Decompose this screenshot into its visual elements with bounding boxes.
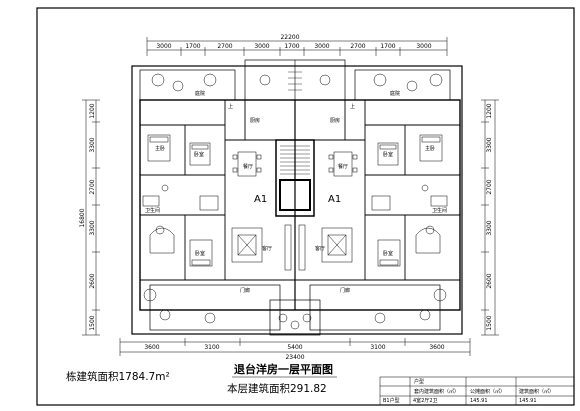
table-header-inner-area: 套内建筑面积（㎡）: [414, 388, 459, 395]
table-row-label: B1户型: [383, 397, 400, 404]
dim-top-2: 1700: [185, 43, 200, 50]
table-row-total: 145.91: [519, 398, 537, 404]
dimensions-left: [82, 99, 100, 336]
label-entry-right: 门廊: [340, 287, 350, 294]
dim-bottom-mid: 5400: [287, 344, 302, 351]
label-bath-right: 卫生间: [432, 207, 447, 214]
label-living-left: 客厅: [262, 245, 272, 252]
dim-top-4: 3000: [254, 43, 269, 50]
building-outline: [131, 59, 463, 336]
dim-bottom-5: 3600: [429, 344, 444, 351]
dim-right-6: 1500: [486, 315, 493, 330]
dim-top-5: 1700: [284, 43, 299, 50]
bed-furniture: [147, 134, 443, 267]
sheet-border: [36, 7, 575, 406]
label-bed-left: 卧室: [194, 151, 204, 158]
building-area-label: 栋建筑面积1784.7m²: [66, 370, 170, 383]
label-kitchen-right: 厨房: [330, 117, 340, 124]
landscape-plants: [143, 73, 447, 330]
label-bed-bl: 卧室: [195, 250, 205, 257]
bath-fixtures: [142, 184, 448, 254]
dimensions-bottom: [119, 338, 471, 356]
interior-walls: [140, 100, 460, 281]
label-yard-right: 庭院: [390, 90, 400, 97]
dim-left-total: 16800: [79, 208, 86, 227]
unit-label-right: A1: [328, 194, 341, 205]
table-header-shared-area: 公摊面积（㎡）: [470, 388, 505, 395]
label-bath-left: 卫生间: [145, 207, 160, 214]
label-entry-left: 门廊: [240, 287, 250, 294]
label-master-bed-left: 主卧: [155, 145, 165, 152]
floor-area-label: 本层建筑面积291.82: [227, 382, 327, 395]
dim-left-1: 1200: [89, 103, 96, 118]
dim-top-total: 22200: [280, 34, 299, 41]
dimensions-top: [146, 37, 448, 56]
dim-left-5: 2600: [89, 273, 96, 288]
unit-label-left: A1: [254, 194, 267, 205]
dim-top-3: 2700: [217, 43, 232, 50]
label-dining-right: 餐厅: [338, 163, 348, 170]
dim-left-3: 2700: [89, 179, 96, 194]
label-up-left: 上: [228, 103, 233, 110]
drawing-title: 退台洋房一层平面图: [234, 362, 333, 376]
dim-right-5: 2600: [486, 273, 493, 288]
dim-left-2: 3300: [89, 137, 96, 152]
dining-tables: [232, 151, 358, 177]
label-yard-left: 庭院: [195, 90, 205, 97]
dim-bottom-total: 23400: [285, 354, 304, 361]
dim-bottom-2: 3100: [204, 344, 219, 351]
dim-bottom-1: 3600: [144, 344, 159, 351]
area-table: [379, 376, 575, 406]
table-header-total-area: 建筑面积（㎡）: [519, 388, 554, 395]
dim-left-4: 3300: [89, 220, 96, 235]
dim-top-9: 3000: [416, 43, 431, 50]
dim-right-4: 3300: [486, 220, 493, 235]
dim-right-3: 2700: [486, 179, 493, 194]
table-header-type: 户型: [414, 378, 424, 385]
dim-top-7: 2700: [350, 43, 365, 50]
dim-top-1: 3000: [156, 43, 171, 50]
table-row-inner: 145.91: [470, 398, 488, 404]
label-up-right: 上: [350, 103, 355, 110]
dim-right-1: 1200: [486, 103, 493, 118]
living-furniture: [231, 224, 353, 271]
dim-left-6: 1500: [89, 315, 96, 330]
dim-right-2: 3300: [486, 137, 493, 152]
table-row-type: 4室2厅2卫: [413, 397, 438, 404]
label-living-right: 客厅: [315, 245, 325, 252]
dim-top-6: 3000: [314, 43, 329, 50]
label-dining-left: 餐厅: [243, 163, 253, 170]
stair-treads: [280, 60, 310, 175]
label-bed-right: 卧室: [383, 151, 393, 158]
dimensions-right: [481, 99, 499, 336]
dim-top-8: 1700: [380, 43, 395, 50]
label-kitchen-left: 厨房: [250, 117, 260, 124]
dim-bottom-4: 3100: [370, 344, 385, 351]
label-bed-br: 卧室: [383, 250, 393, 257]
label-master-bed-right: 主卧: [425, 145, 435, 152]
